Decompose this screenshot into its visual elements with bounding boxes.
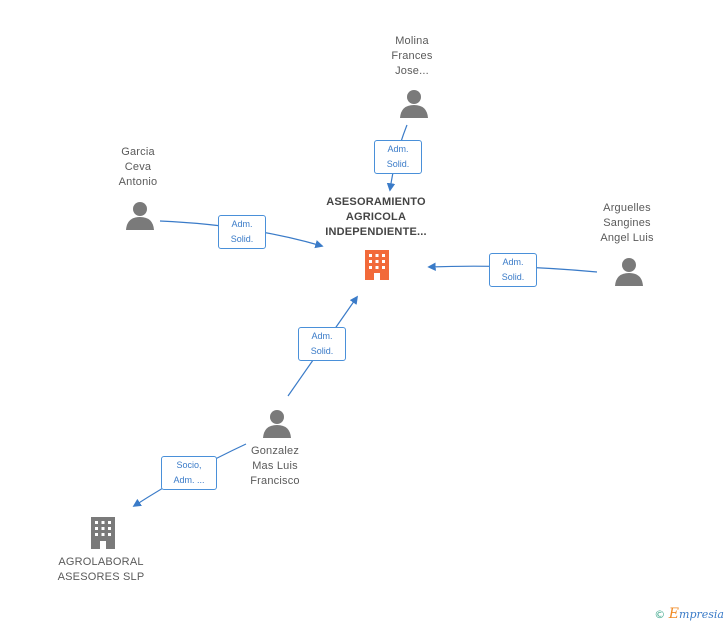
person-name-line: Arguelles bbox=[603, 202, 651, 214]
edge-label-line: Adm. bbox=[387, 144, 409, 154]
edge-label-line: Solid. bbox=[230, 234, 254, 244]
edge-label-line: Adm. bbox=[231, 219, 253, 229]
person-name-line: Gonzalez bbox=[250, 445, 300, 457]
main-company-name-line-3: INDEPENDIENTE... bbox=[325, 226, 427, 238]
brand-logo-text: mpresia bbox=[679, 608, 724, 621]
edge-label-gonzalez-agrolaboral[interactable]: Socio, Adm. ... bbox=[161, 456, 217, 490]
person-label-gonzalez[interactable]: Gonzalez Mas Luis Francisco bbox=[210, 444, 340, 489]
edge-label-gonzalez-main[interactable]: Adm. Solid. bbox=[298, 327, 346, 361]
edge-label-line: Socio, bbox=[176, 460, 202, 470]
building-icon[interactable] bbox=[362, 248, 392, 282]
person-name-line: Frances bbox=[391, 50, 433, 62]
edge-label-line: Solid. bbox=[501, 272, 525, 282]
person-icon[interactable] bbox=[399, 88, 429, 120]
person-name-line: Angel Luis bbox=[600, 232, 654, 244]
company-name-line: AGROLABORAL bbox=[58, 556, 144, 568]
edge-label-line: Adm. bbox=[502, 257, 524, 267]
person-icon[interactable] bbox=[614, 256, 644, 288]
copyright-icon: © bbox=[654, 608, 666, 621]
person-label-garcia[interactable]: Garcia Ceva Antonio bbox=[73, 145, 203, 190]
main-company-name-line-2: AGRICOLA bbox=[345, 211, 407, 223]
person-name-line: Antonio bbox=[118, 176, 158, 188]
person-name-line: Mas Luis bbox=[252, 460, 298, 472]
edge-label-line: Solid. bbox=[310, 346, 334, 356]
person-name-line: Ceva bbox=[124, 161, 152, 173]
person-name-line: Sangines bbox=[603, 217, 651, 229]
main-company-name-line-1: ASESORAMIENTO bbox=[326, 196, 426, 208]
person-icon[interactable] bbox=[262, 408, 292, 440]
person-name-line: Jose... bbox=[395, 65, 429, 77]
edge-label-garcia-main[interactable]: Adm. Solid. bbox=[218, 215, 266, 249]
person-icon[interactable] bbox=[125, 200, 155, 232]
main-company-label[interactable]: ASESORAMIENTO AGRICOLA INDEPENDIENTE... bbox=[311, 195, 441, 240]
company-name-line: ASESORES SLP bbox=[57, 571, 145, 583]
person-name-line: Molina bbox=[395, 35, 429, 47]
person-name-line: Garcia bbox=[121, 146, 155, 158]
company-label-agrolaboral[interactable]: AGROLABORAL ASESORES SLP bbox=[36, 555, 166, 585]
person-label-molina[interactable]: Molina Frances Jose... bbox=[347, 34, 477, 79]
person-label-arguelles[interactable]: Arguelles Sangines Angel Luis bbox=[562, 201, 692, 246]
empresia-footer[interactable]: © Empresia bbox=[654, 606, 724, 622]
edge-label-line: Adm. ... bbox=[173, 475, 205, 485]
person-name-line: Francisco bbox=[250, 475, 300, 487]
building-icon[interactable] bbox=[88, 515, 118, 551]
edge-label-line: Adm. bbox=[311, 331, 333, 341]
brand-logo-letter: E bbox=[668, 606, 680, 622]
edge-label-line: Solid. bbox=[386, 159, 410, 169]
edge-label-arguelles-main[interactable]: Adm. Solid. bbox=[489, 253, 537, 287]
edge-label-molina-main[interactable]: Adm. Solid. bbox=[374, 140, 422, 174]
